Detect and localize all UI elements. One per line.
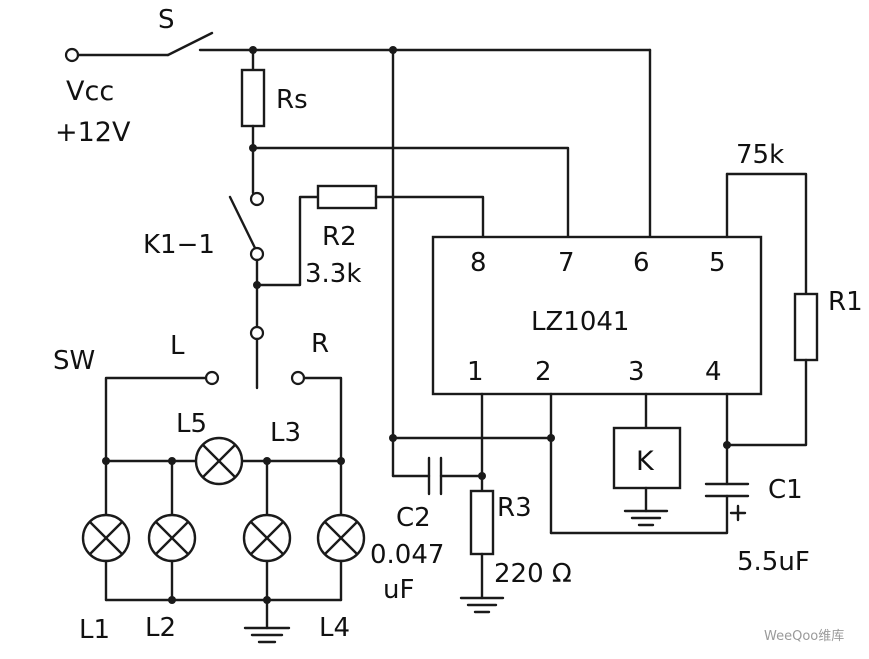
label-l3: L3 (270, 418, 301, 448)
label-pin5: 5 (709, 248, 726, 278)
sw-right-contact (290, 370, 306, 386)
label-r1: R1 (828, 287, 863, 317)
label-vcc: Vcc (66, 76, 114, 107)
wire-r1-bottom (725, 358, 808, 447)
junction-l4-top (337, 457, 345, 465)
k11-bottom-contact (249, 246, 265, 262)
lamp-l4 (316, 513, 366, 563)
wire-pin8 (374, 195, 485, 239)
wire-c1-bottom (549, 494, 729, 535)
ic-lz1041 (431, 235, 763, 396)
label-r3-value: 220 Ω (494, 559, 572, 589)
label-pin7: 7 (558, 248, 575, 278)
watermark: WeeQoo维库 (764, 628, 844, 644)
resistor-r1 (793, 292, 819, 362)
sw-common-contact (249, 325, 265, 341)
label-l4: L4 (319, 613, 350, 643)
label-c2-value-2: uF (383, 575, 414, 605)
label-r2-value: 3.3k (305, 259, 361, 289)
label-r1-value: 75k (736, 140, 784, 170)
junction-left-vertical (389, 434, 397, 442)
resistor-r3 (469, 489, 495, 556)
sw-left-contact (204, 370, 220, 386)
label-switch-s: S (158, 5, 175, 35)
label-pin3: 3 (628, 357, 645, 387)
label-relay: K (636, 446, 655, 477)
label-pin6: 6 (633, 248, 650, 278)
capacitor-c2 (427, 456, 443, 496)
label-sw: SW (53, 346, 95, 376)
wire-to-r2 (255, 195, 320, 287)
lamp-l5 (194, 436, 244, 486)
junction-l1-top (102, 457, 110, 465)
lamp-l1 (81, 513, 131, 563)
wire-r1-top (725, 172, 808, 296)
ground-symbol-r3 (459, 596, 505, 614)
wire-sw-right (302, 376, 343, 525)
resistor-rs (240, 68, 266, 128)
label-c2-value-1: 0.047 (370, 540, 444, 570)
label-r3: R3 (497, 493, 532, 523)
wire-pin7 (251, 146, 570, 239)
label-c1: C1 (768, 475, 803, 505)
label-vcc-voltage: +12V (55, 117, 131, 148)
k11-blade (228, 195, 257, 250)
label-pin2: 2 (535, 357, 552, 387)
label-rs: Rs (276, 85, 308, 115)
label-l5: L5 (176, 409, 207, 439)
ground-symbol-relay (623, 509, 669, 527)
junction-pin4 (723, 441, 731, 449)
label-c2: C2 (396, 503, 431, 533)
lamp-l2 (147, 513, 197, 563)
label-pin4: 4 (705, 357, 722, 387)
label-pin8: 8 (470, 248, 487, 278)
label-l1: L1 (79, 615, 110, 645)
label-k11: K1−1 (143, 230, 215, 260)
junction-l2-bottom (168, 596, 176, 604)
wire-sw-left (104, 376, 208, 525)
lamp-l3 (242, 513, 292, 563)
resistor-r2 (316, 184, 378, 210)
label-sw-l: L (170, 331, 185, 361)
k11-top-contact (249, 191, 265, 207)
label-ic: LZ1041 (531, 307, 629, 337)
label-l2: L2 (145, 613, 176, 643)
label-r2: R2 (322, 222, 357, 252)
label-pin1: 1 (467, 357, 484, 387)
ground-symbol-lamps (243, 626, 291, 644)
switch-s-blade (166, 31, 214, 57)
vcc-terminal (64, 47, 80, 63)
label-sw-r: R (311, 329, 329, 359)
label-c1-value: 5.5uF (737, 547, 810, 577)
